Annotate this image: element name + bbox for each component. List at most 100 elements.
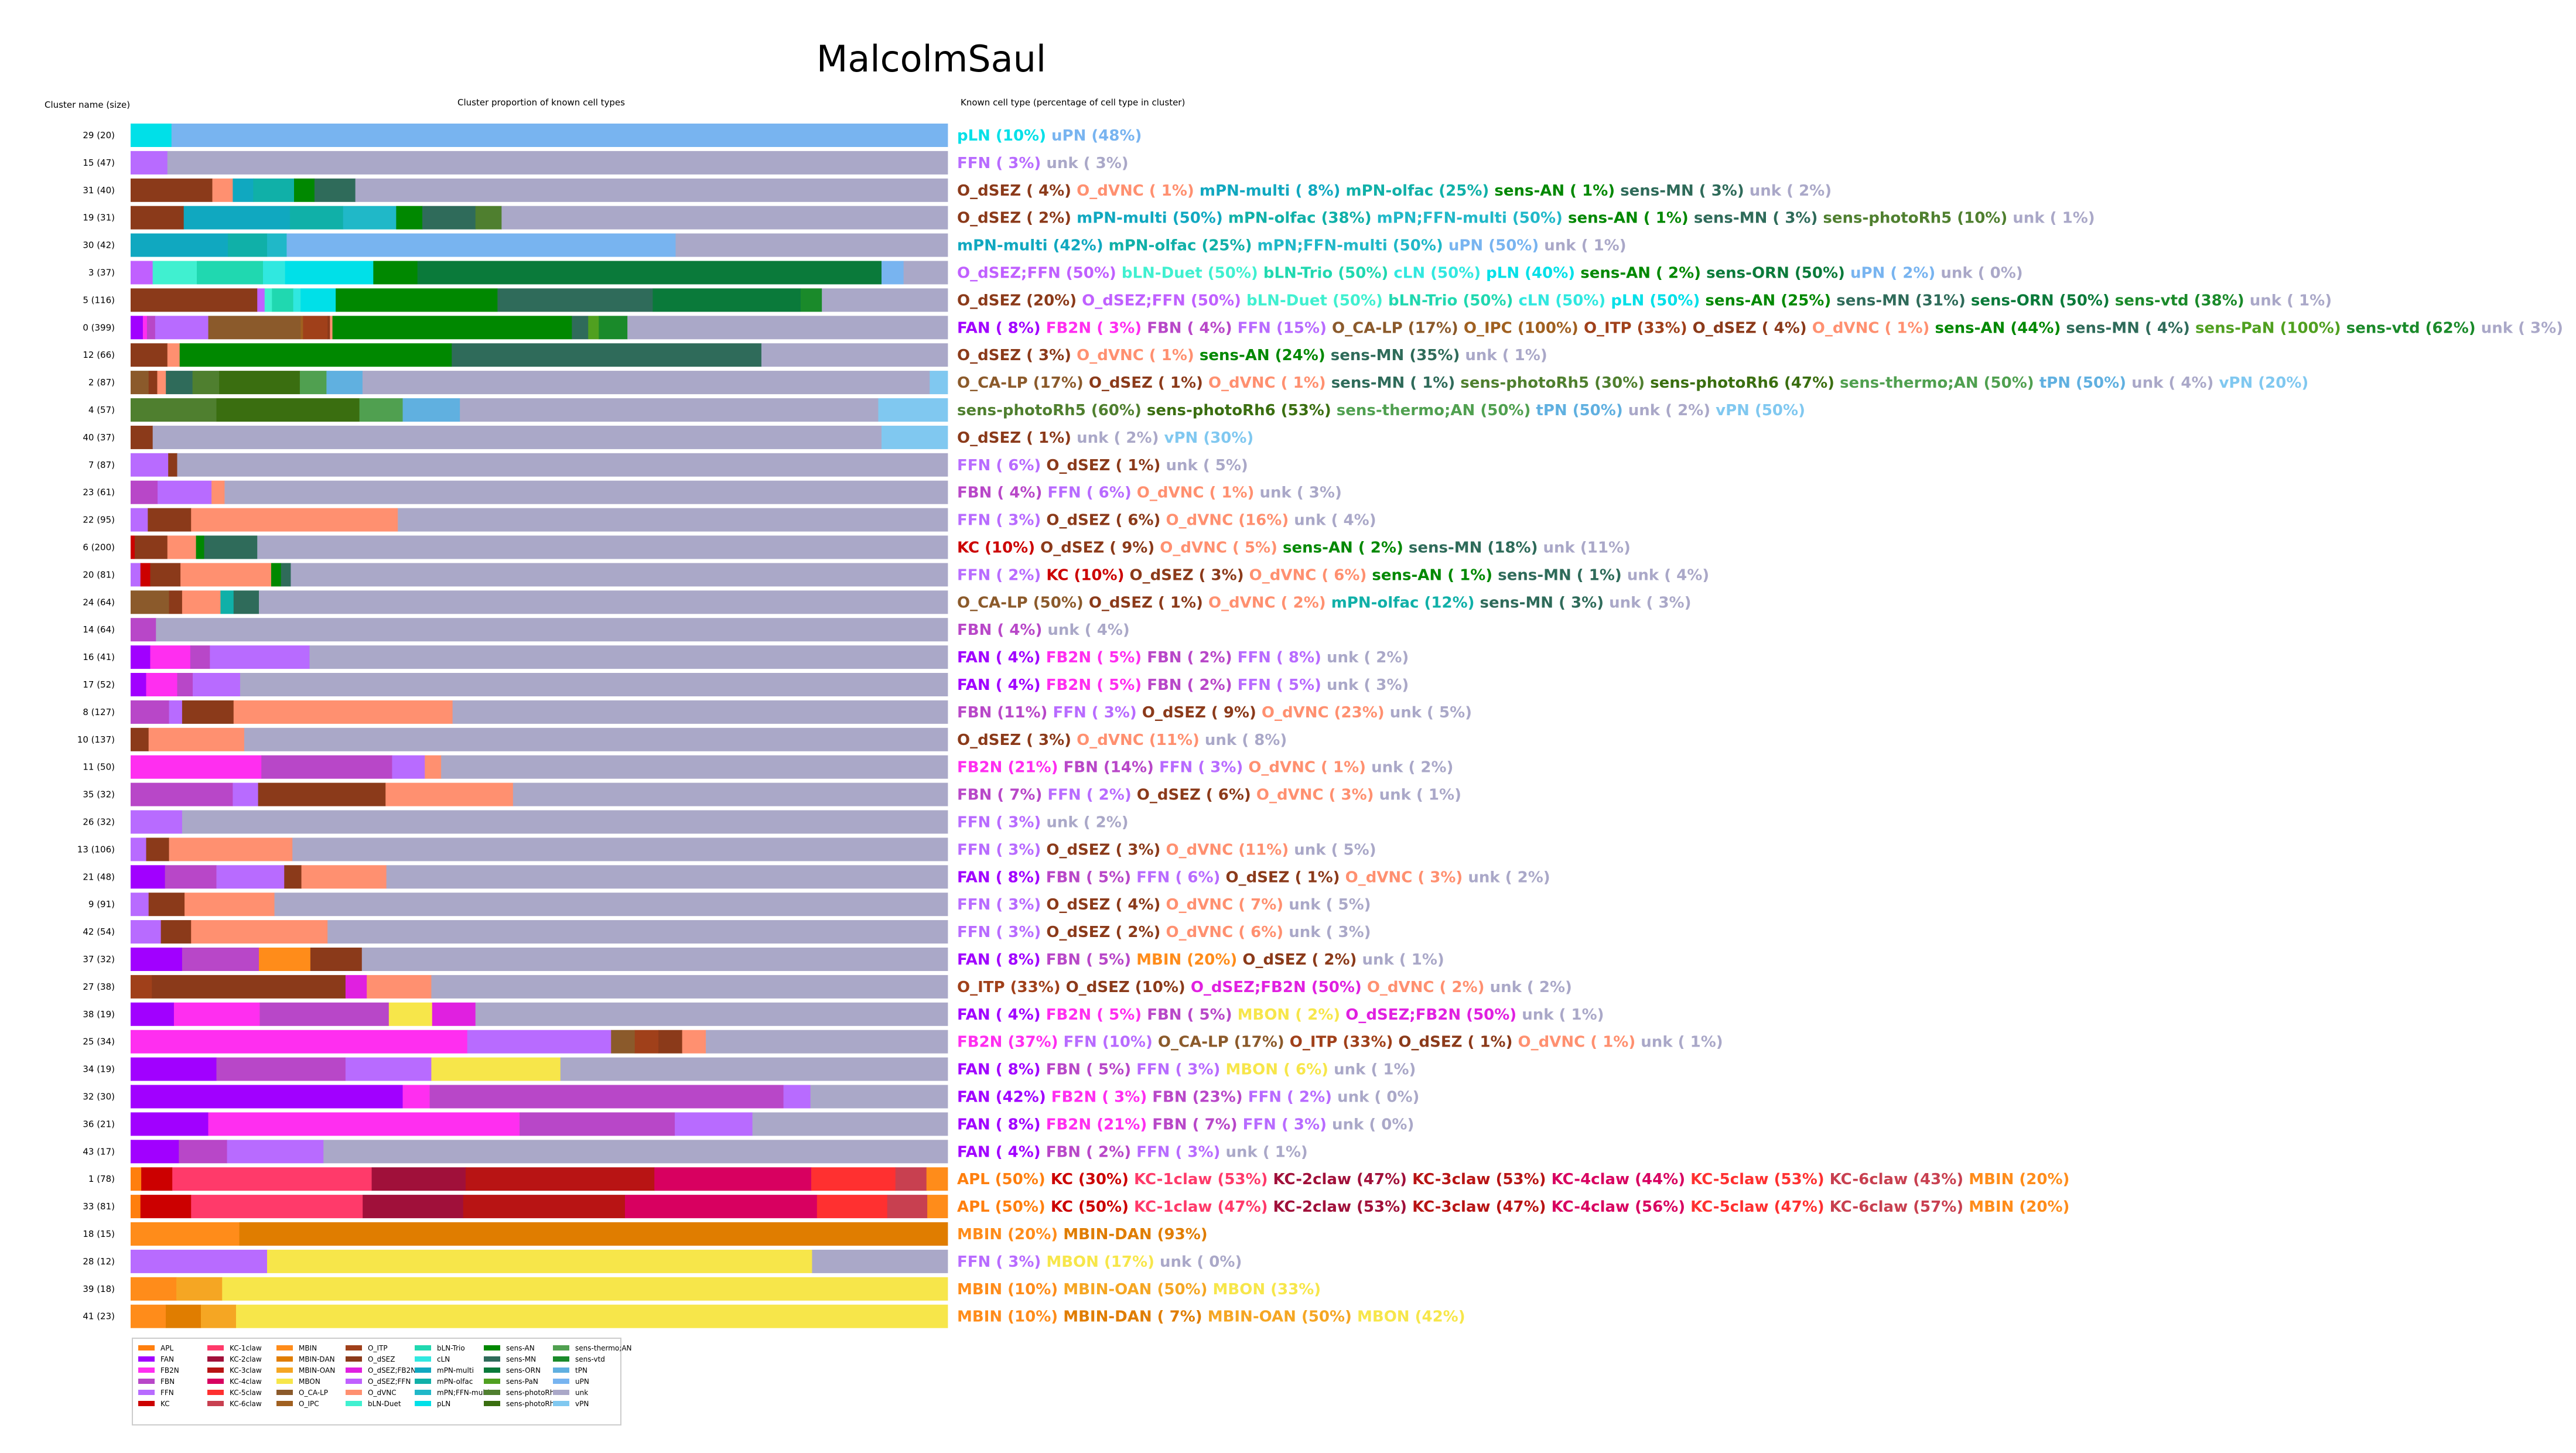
cell-type-label: sens-AN (44%) <box>1929 319 2061 337</box>
cluster-tick-label: 16 (41) <box>83 652 115 662</box>
cluster-tick-label: 26 (32) <box>83 817 115 828</box>
legend-swatch <box>484 1345 500 1351</box>
cell-type-label: FB2N ( 5%) <box>1041 649 1142 666</box>
legend-label: O_dVNC <box>368 1389 397 1397</box>
cell-type-label: sens-AN ( 1%) <box>1366 566 1492 584</box>
legend-swatch <box>415 1345 431 1351</box>
legend-swatch <box>276 1390 293 1395</box>
cell-type-label: vPN (50%) <box>1710 402 1805 419</box>
bar-segment <box>172 1167 372 1191</box>
legend-swatch <box>484 1356 500 1362</box>
cell-type-label: MBIN (20%) <box>1131 951 1237 969</box>
bar-segment <box>343 206 397 230</box>
cell-type-label: vPN (20%) <box>2213 374 2308 392</box>
cell-type-label: FBN ( 4%) <box>957 484 1042 502</box>
bar-segment <box>212 178 233 202</box>
bar-segment <box>131 1195 141 1219</box>
cell-type-label: KC (50%) <box>1046 1198 1129 1216</box>
cell-type-label: FAN (42%) <box>957 1089 1046 1106</box>
cluster-tick-label: 34 (19) <box>83 1064 115 1075</box>
cell-type-label: sens-photoRh5 (30%) <box>1455 374 1645 392</box>
cell-type-label: bLN-Trio (50%) <box>1383 292 1514 309</box>
cell-type-label-row: FBN ( 4%) FFN ( 6%) O_dVNC ( 1%) unk ( 3… <box>957 484 1342 502</box>
bar-segment <box>800 288 822 312</box>
cell-type-label: FFN ( 2%) <box>1243 1089 1332 1106</box>
bar-segment <box>373 261 418 285</box>
bar-segment <box>927 1195 948 1219</box>
bar-segment <box>233 782 259 806</box>
bar-segment <box>634 1030 659 1054</box>
cluster-tick-label: 5 (116) <box>83 295 115 305</box>
cell-type-label: MBIN (20%) <box>1963 1198 2069 1216</box>
bar-segment <box>148 371 158 395</box>
legend-label: MBIN <box>299 1344 317 1352</box>
cell-type-label-row: O_CA-LP (50%) O_dSEZ ( 1%) O_dVNC ( 2%) … <box>957 594 1691 611</box>
bar-segment <box>572 316 589 340</box>
legend-swatch <box>553 1356 569 1362</box>
bar-segment <box>239 1222 948 1246</box>
cell-type-label: unk ( 0%) <box>1327 1116 1414 1133</box>
bar-segment <box>300 288 336 312</box>
cell-type-label: FBN (14%) <box>1058 759 1153 777</box>
bar-segment <box>431 975 948 999</box>
cell-type-label: mPN-olfac (25%) <box>1103 237 1252 255</box>
legend-label: mPN-multi <box>437 1366 474 1375</box>
cell-type-label: O_dSEZ ( 1%) <box>1393 1034 1512 1051</box>
cell-type-label-row: FBN ( 7%) FFN ( 2%) O_dSEZ ( 6%) O_dVNC … <box>957 787 1461 804</box>
cell-type-label: sens-ORN (50%) <box>1966 292 2110 309</box>
cell-type-label: sens-photoRh5 (60%) <box>957 402 1142 419</box>
bar-segment <box>452 343 762 367</box>
bar-segment <box>706 1030 948 1054</box>
cluster-tick-label: 10 (137) <box>77 734 115 745</box>
bar-segment <box>210 645 310 669</box>
bar-segment <box>131 425 153 449</box>
bar-segment <box>131 535 135 559</box>
legend-label: sens-vtd <box>575 1355 605 1363</box>
legend-swatch <box>415 1390 431 1395</box>
cell-type-label: uPN (50%) <box>1443 237 1539 255</box>
cell-type-label: O_dSEZ ( 3%) <box>957 347 1071 364</box>
cell-type-label: unk ( 5%) <box>1385 704 1472 722</box>
bar-segment <box>652 288 801 312</box>
bar-segment <box>281 563 291 587</box>
cell-type-label: O_CA-LP (50%) <box>957 594 1084 611</box>
cell-type-label: mPN;FFN-multi (50%) <box>1252 237 1443 255</box>
cluster-tick-label: 6 (200) <box>83 542 115 553</box>
cell-type-label-row: KC (10%) O_dSEZ ( 9%) O_dVNC ( 5%) sens-… <box>957 539 1631 557</box>
legend-swatch <box>207 1367 224 1373</box>
bar-segment <box>131 837 146 861</box>
bar-segment <box>887 1195 928 1219</box>
cell-type-label: O_dVNC (11%) <box>1071 731 1200 749</box>
cell-type-label: KC (10%) <box>957 539 1035 557</box>
bar-segment <box>761 343 948 367</box>
bar-segment <box>148 727 245 751</box>
cell-type-label-row: FBN (11%) FFN ( 3%) O_dSEZ ( 9%) O_dVNC … <box>957 704 1472 722</box>
bar-segment <box>192 371 220 395</box>
cell-type-label: FAN ( 8%) <box>957 869 1041 886</box>
legend-swatch <box>207 1390 224 1395</box>
cell-type-label: unk ( 3%) <box>1604 594 1691 611</box>
cluster-tick-label: 29 (20) <box>83 130 115 141</box>
bar-segment <box>169 700 183 724</box>
cluster-tick-label: 40 (37) <box>83 432 115 443</box>
bar-segment <box>882 261 904 285</box>
cell-type-label: FFN ( 3%) <box>1131 1061 1220 1079</box>
cell-type-label: KC-2claw (47%) <box>1268 1171 1407 1188</box>
cell-type-label: unk ( 4%) <box>1042 621 1129 639</box>
bar-segment <box>131 563 141 587</box>
cell-type-label: O_dVNC ( 3%) <box>1251 787 1374 804</box>
bar-segment <box>131 1222 240 1246</box>
legend-label: KC-4claw <box>230 1377 262 1386</box>
bar-segment <box>157 371 166 395</box>
cell-type-label: KC-2claw (53%) <box>1268 1198 1407 1216</box>
legend-swatch <box>276 1356 293 1362</box>
bar-segment <box>131 1277 177 1301</box>
legend-label: sens-photoRh6 <box>506 1400 559 1408</box>
cell-type-label: O_IPC (100%) <box>1458 319 1579 337</box>
bar-segment <box>131 590 169 614</box>
bar-segment <box>152 261 197 285</box>
bar-segment <box>272 288 294 312</box>
bar-segment <box>131 343 168 367</box>
cell-type-label: KC-6claw (43%) <box>1825 1171 1964 1188</box>
cell-type-label: O_dVNC ( 1%) <box>1071 182 1194 200</box>
